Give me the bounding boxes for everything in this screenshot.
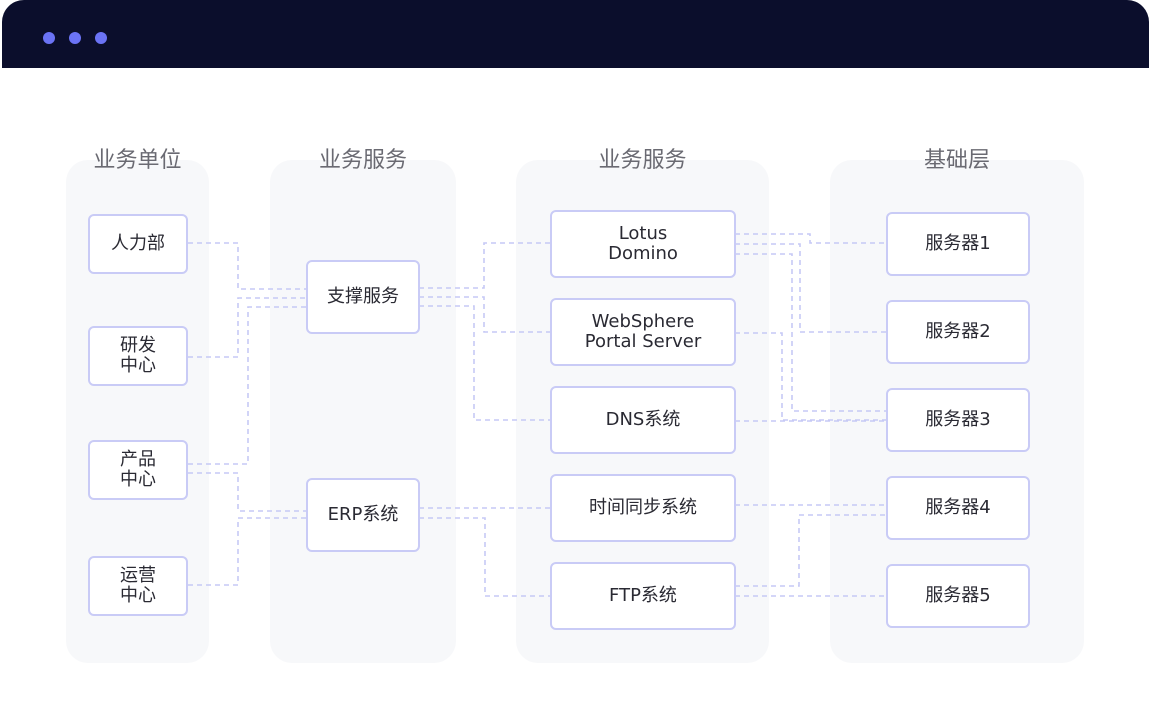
link-hr-support	[188, 242, 307, 290]
node-rd-center[interactable]: 研发 中心	[88, 326, 188, 386]
node-server-1[interactable]: 服务器1	[886, 212, 1030, 276]
node-ops-center[interactable]: 运营 中心	[88, 556, 188, 616]
link-product-erp	[188, 472, 307, 512]
column-panel-services	[270, 160, 456, 663]
node-websphere[interactable]: WebSphere Portal Server	[550, 298, 736, 366]
node-erp-system[interactable]: ERP系统	[306, 478, 420, 552]
node-ftp-system[interactable]: FTP系统	[550, 562, 736, 630]
link-lotus-s2	[735, 243, 887, 333]
link-websphere-s3	[735, 332, 887, 421]
link-support-dns	[419, 305, 551, 421]
window-dot[interactable]	[95, 32, 107, 44]
link-support-lotus	[419, 242, 551, 289]
link-erp-ftp	[419, 517, 551, 597]
window-titlebar	[2, 0, 1149, 68]
node-server-5[interactable]: 服务器5	[886, 564, 1030, 628]
link-ops-erp	[188, 517, 307, 586]
window-dot[interactable]	[43, 32, 55, 44]
node-support-service[interactable]: 支撑服务	[306, 260, 420, 334]
node-dns-system[interactable]: DNS系统	[550, 386, 736, 454]
node-server-3[interactable]: 服务器3	[886, 388, 1030, 452]
link-support-websphere	[419, 296, 551, 333]
window-dot[interactable]	[69, 32, 81, 44]
node-server-2[interactable]: 服务器2	[886, 300, 1030, 364]
column-title-services: 业务服务	[318, 148, 407, 173]
node-server-4[interactable]: 服务器4	[886, 476, 1030, 540]
node-lotus-domino[interactable]: Lotus Domino	[550, 210, 736, 278]
node-time-sync[interactable]: 时间同步系统	[550, 474, 736, 542]
column-title-units: 业务单位	[93, 148, 182, 173]
link-lotus-s3	[735, 253, 887, 412]
node-product-center[interactable]: 产品 中心	[88, 440, 188, 500]
link-ftp-s4	[735, 514, 887, 587]
column-title-apps: 业务服务	[598, 148, 687, 173]
link-lotus-s1	[735, 233, 887, 244]
link-product-support	[188, 306, 307, 465]
column-title-infra: 基础层	[923, 148, 990, 173]
node-hr[interactable]: 人力部	[88, 214, 188, 274]
